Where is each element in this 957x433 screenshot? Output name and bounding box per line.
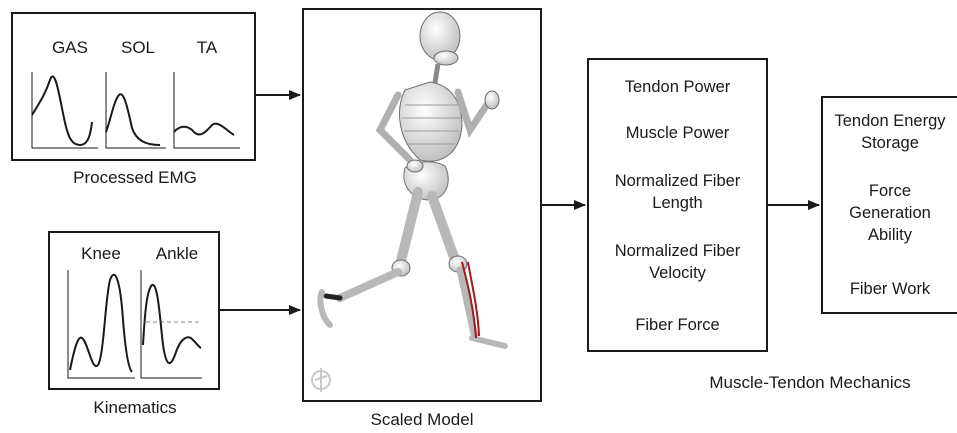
emg-plot-sol: [106, 72, 166, 148]
kinematics-plot-knee: [68, 270, 135, 378]
emg-plot-ta: [174, 72, 240, 148]
emg-plot-gas: [32, 72, 98, 148]
skeleton-model: [320, 12, 505, 346]
kinematics-plot-ankle: [141, 270, 202, 378]
logo-icon: [312, 368, 330, 392]
